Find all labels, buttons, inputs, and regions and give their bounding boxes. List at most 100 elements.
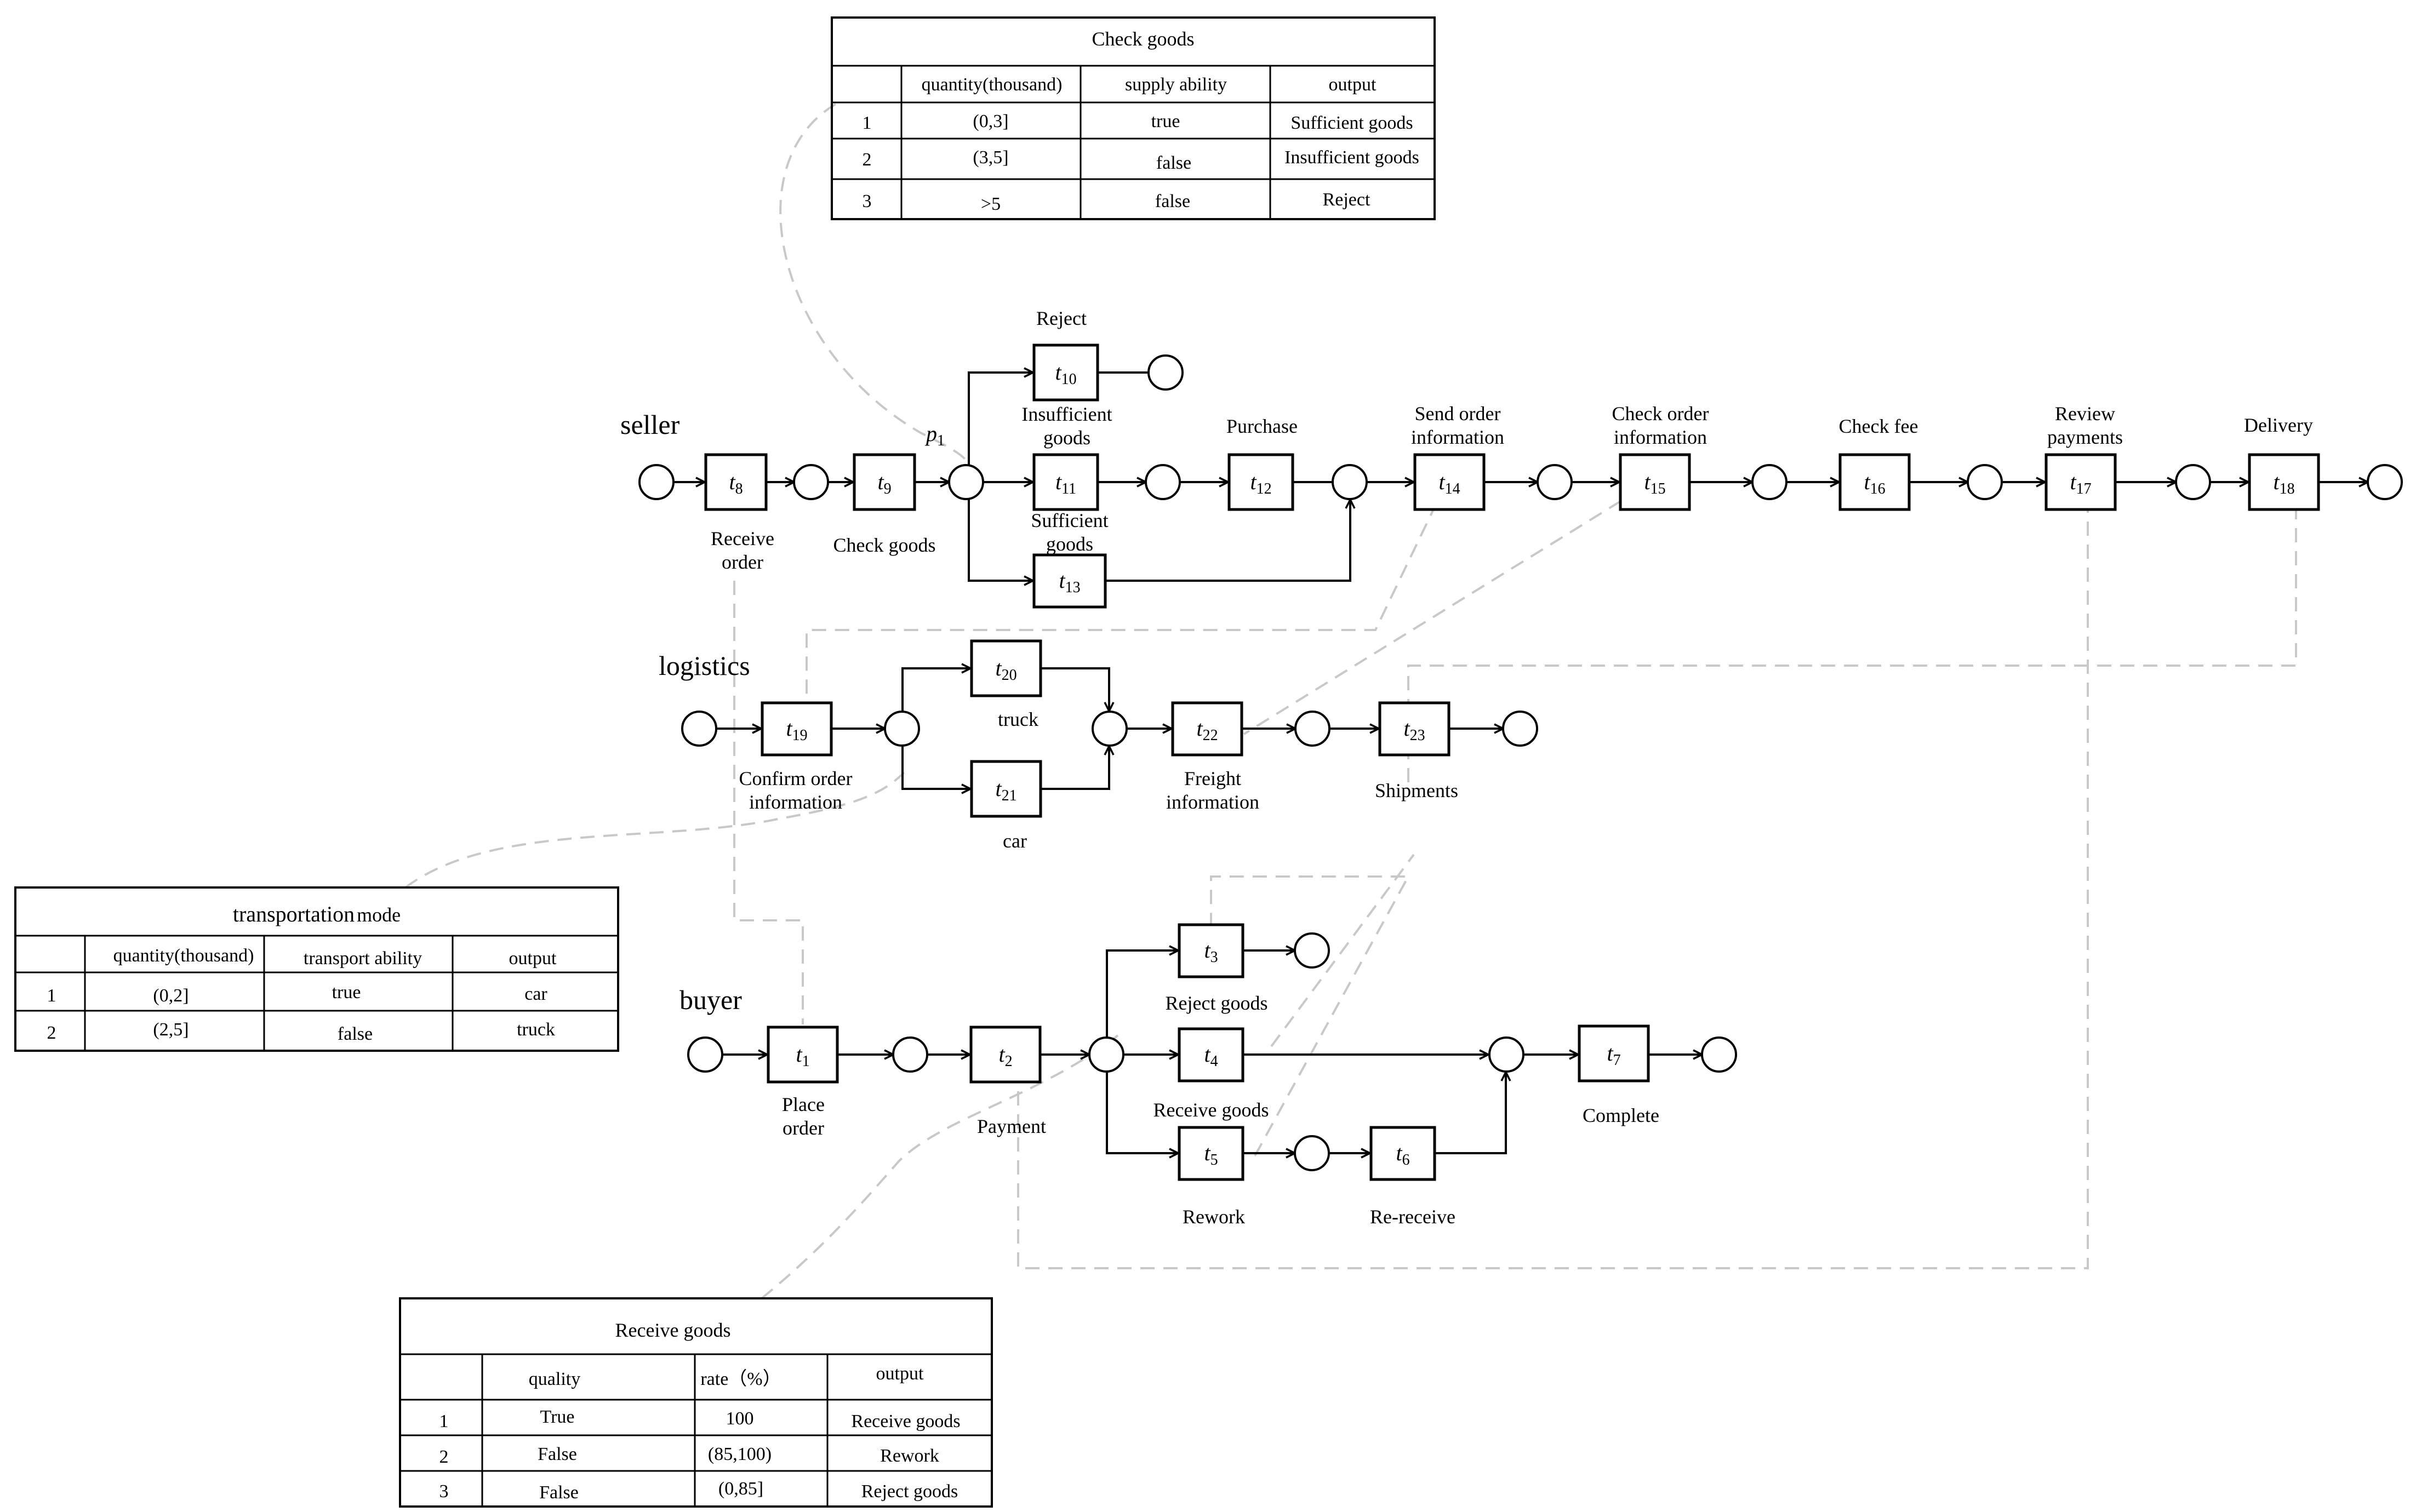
label-freight-information: Freight [1184,768,1241,789]
transition-box [1619,453,1691,511]
table-cell: (0,3] [973,111,1008,131]
text-span: 8 [735,480,743,497]
dashed-connectors [404,103,2297,1299]
column-header: supply ability [1125,75,1227,95]
text-span: t [1055,469,1062,494]
diagram-element: t19 [786,716,807,744]
label-insufficient-goods: Insufficient [1021,403,1112,425]
transition-t23: t23 [1378,701,1450,757]
table-title: Check goods [1092,28,1195,50]
table-cell: Receive goods [851,1411,960,1431]
transition-t3: t3 [1178,923,1244,978]
text-span: 3 [1210,949,1218,966]
diagram-element: t16 [1864,469,1885,497]
text-span: t [1250,469,1257,494]
label-check-order-information: Check order [1612,403,1709,425]
arc [968,482,1033,581]
diagram-element: t12 [1250,469,1271,497]
diagram-element: t10 [1055,360,1076,388]
lane-buyer: buyer [679,984,742,1015]
transition-t5: t5 [1178,1126,1244,1181]
text-span: 23 [1410,727,1425,744]
place [1488,1036,1524,1073]
transitions: t8 t9 t10 t11 t12 t13 t14 t15 t16 t17 t1… [704,343,2320,1181]
label-rework: Rework [1183,1206,1245,1228]
column-header: output [876,1364,924,1384]
transition-box [1178,923,1244,978]
transition-box [761,701,833,757]
transition-box [969,1026,1042,1084]
transition-box [1369,1126,1436,1181]
label-truck: truck [998,708,1038,730]
connector-t15-t22 [1243,476,1661,735]
transition-t21: t21 [970,760,1042,818]
table-transportation-mode: transportation mode quantity(thousand) t… [14,886,619,1052]
table-cell: false [1155,191,1190,211]
label-confirm-order-information: information [749,791,842,813]
transition-box [853,453,916,511]
diagram-element: t17 [2070,469,2091,497]
diagram-element: t9 [877,469,891,497]
connector-transport-table [404,771,905,889]
place [1751,464,1787,500]
column-header: output [509,948,557,969]
table-cell: truck [517,1020,555,1040]
place [884,711,920,747]
table-cell: (85,100) [708,1444,772,1464]
text-span: t [1438,469,1445,494]
table-cell: 100 [726,1408,754,1429]
table-cell: 2 [863,150,872,170]
text-span: 16 [1870,480,1886,497]
diagram-element: t15 [1644,469,1665,497]
table-cell: >5 [981,194,1001,214]
table-cell: (2,5] [153,1020,189,1040]
place [892,1036,928,1073]
transition-box [2248,453,2320,511]
table-cell: Sufficient goods [1290,113,1413,133]
table-receive-goods: Receive goods quality rate（%） output 1 T… [399,1297,993,1508]
text-span: t [1204,1042,1210,1067]
diagram-element: t5 [1204,1141,1218,1169]
transition-box [1413,453,1486,511]
text-span: t [1204,938,1210,963]
text-span: t [1204,1141,1210,1165]
text-span: t [796,1042,802,1067]
diagram-element: t14 [1438,469,1460,497]
text-span: 22 [1203,727,1218,744]
table-cell: true [332,982,361,1003]
table-title: Receive goods [615,1319,731,1341]
arc [1041,746,1109,790]
table-cell: Insufficient goods [1284,147,1419,168]
transition-t19: t19 [761,701,833,757]
connector-t4-shipments [1270,854,1415,1047]
transition-t20: t20 [970,639,1042,697]
transition-labels: p1 Receive order Check goods Reject Insu… [711,307,2313,1228]
transition-t18: t18 [2248,453,2320,511]
table-cell: 1 [439,1411,449,1431]
place-p1-label: p1 [924,421,945,449]
table-cell: (0,2] [153,986,189,1006]
table-cell: (0,85] [718,1479,763,1499]
place-p1 [948,464,984,500]
label-car: car [1003,830,1027,852]
diagram-element: t20 [995,656,1016,684]
label-reject: Reject [1036,307,1087,329]
text-span: 20 [1002,667,1017,684]
text-span: 21 [1002,787,1017,804]
arc [968,373,1033,482]
table-cell: Reject goods [861,1481,958,1502]
table-cell: 2 [439,1447,449,1467]
column-header: transport ability [304,948,422,969]
transition-box [1378,701,1450,757]
text-span: t [1607,1041,1613,1066]
column-header: output [1329,75,1377,95]
table-cell: 3 [439,1481,449,1502]
diagram-element: t4 [1204,1042,1218,1070]
table-cell: false [1156,153,1191,173]
arc [1105,500,1350,582]
label-re-receive: Re-receive [1370,1206,1455,1228]
place [793,464,829,500]
label-review-payments: payments [2047,426,2123,448]
arc [1041,667,1109,711]
